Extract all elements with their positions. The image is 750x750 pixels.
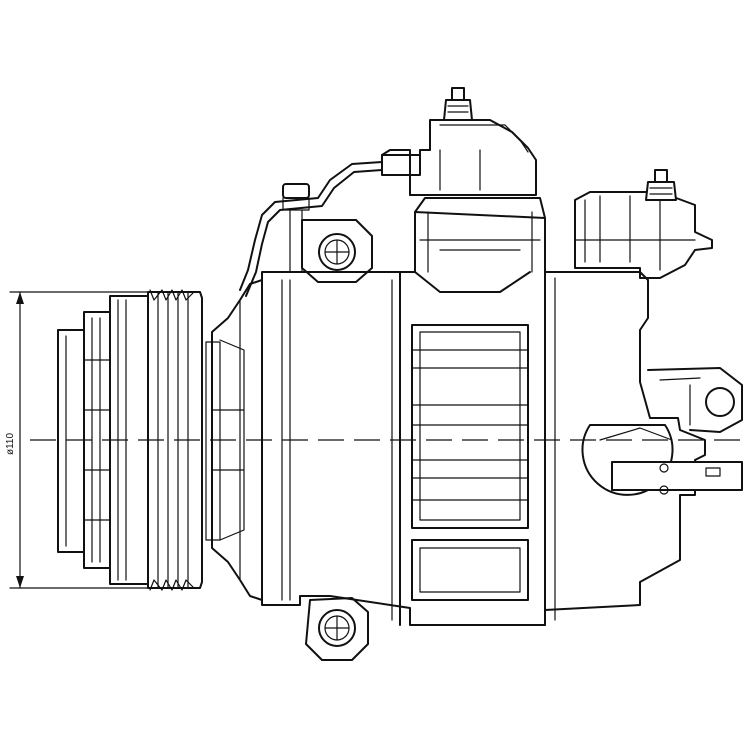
compressor-housing xyxy=(205,211,706,626)
electrical-connector xyxy=(581,424,743,496)
mounting-boss-bottom xyxy=(305,597,369,661)
mounting-boss-top xyxy=(301,219,373,283)
diameter-dimension-label: ø110 xyxy=(5,433,16,455)
ribbed-window xyxy=(411,324,529,601)
wire-harness xyxy=(239,161,383,297)
control-valve xyxy=(574,169,713,279)
diameter-dimension: ø110 xyxy=(5,291,151,589)
side-bracket xyxy=(647,367,743,433)
top-valve-block xyxy=(381,87,546,293)
